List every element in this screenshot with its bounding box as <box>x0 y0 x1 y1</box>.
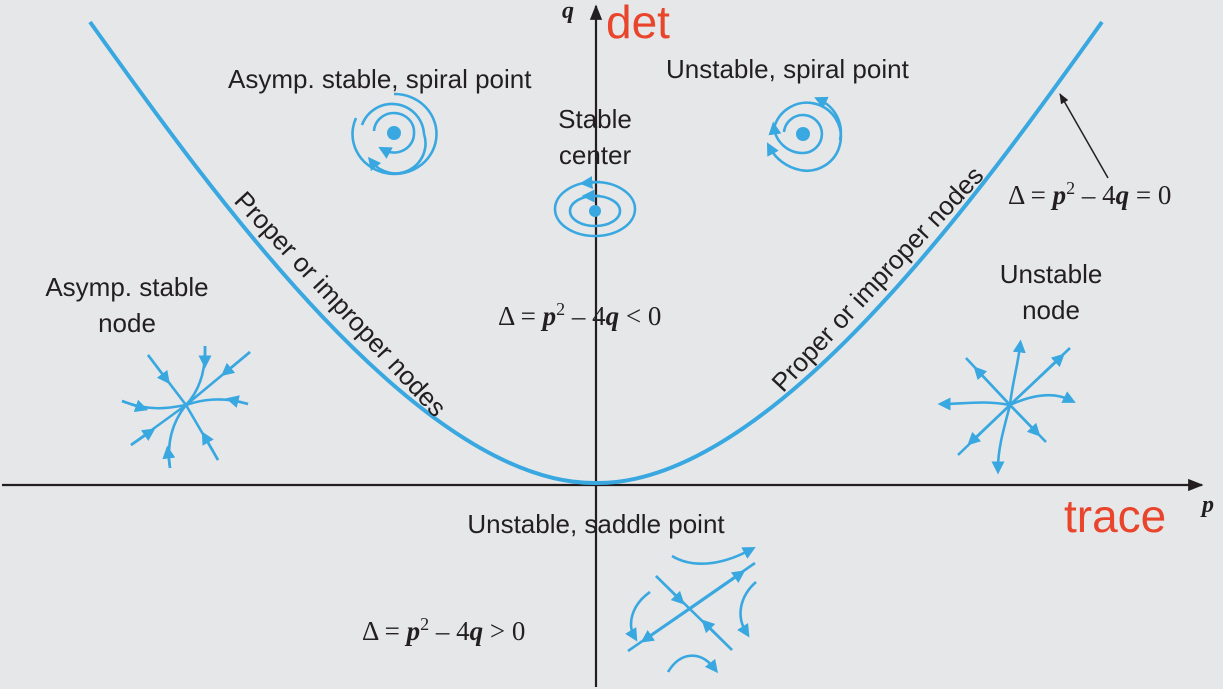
asym-stable-spiral-label: Asymp. stable, spiral point <box>228 64 532 94</box>
outside-equation: Δ = p2 – 4q > 0 <box>362 614 525 646</box>
asym-stable-node-label-1: Asymp. stable <box>45 272 208 302</box>
saddle-icon <box>625 546 757 674</box>
boundary-equation: Δ = p2 – 4q = 0 <box>1008 178 1171 210</box>
parabola-pointer-arrow <box>1059 93 1109 179</box>
p-axis-label: p <box>1200 492 1214 518</box>
stable-center-label-2: center <box>559 140 632 170</box>
trace-label: trace <box>1064 490 1166 542</box>
proper-nodes-right-label: Proper or improper nodes <box>765 160 989 397</box>
center-icon <box>553 176 637 238</box>
asym-stable-node-label-2: node <box>98 308 156 338</box>
det-label: det <box>606 0 670 48</box>
q-axis-label: q <box>562 0 574 24</box>
unstable-node-label-1: Unstable <box>1000 259 1103 289</box>
stable-spiral-icon <box>351 92 438 176</box>
unstable-spiral-label: Unstable, spiral point <box>666 54 910 84</box>
unstable-spiral-icon <box>766 96 843 172</box>
proper-nodes-left-label: Proper or improper nodes <box>229 185 453 422</box>
saddle-label: Unstable, saddle point <box>467 509 725 539</box>
inside-equation: Δ = p2 – 4q < 0 <box>498 299 661 331</box>
unstable-node-icon <box>937 339 1076 475</box>
unstable-node-label-2: node <box>1022 295 1080 325</box>
discriminant-zero-parabola <box>88 20 1104 486</box>
stable-center-label-1: Stable <box>558 104 632 134</box>
stable-node-icon <box>121 345 251 469</box>
